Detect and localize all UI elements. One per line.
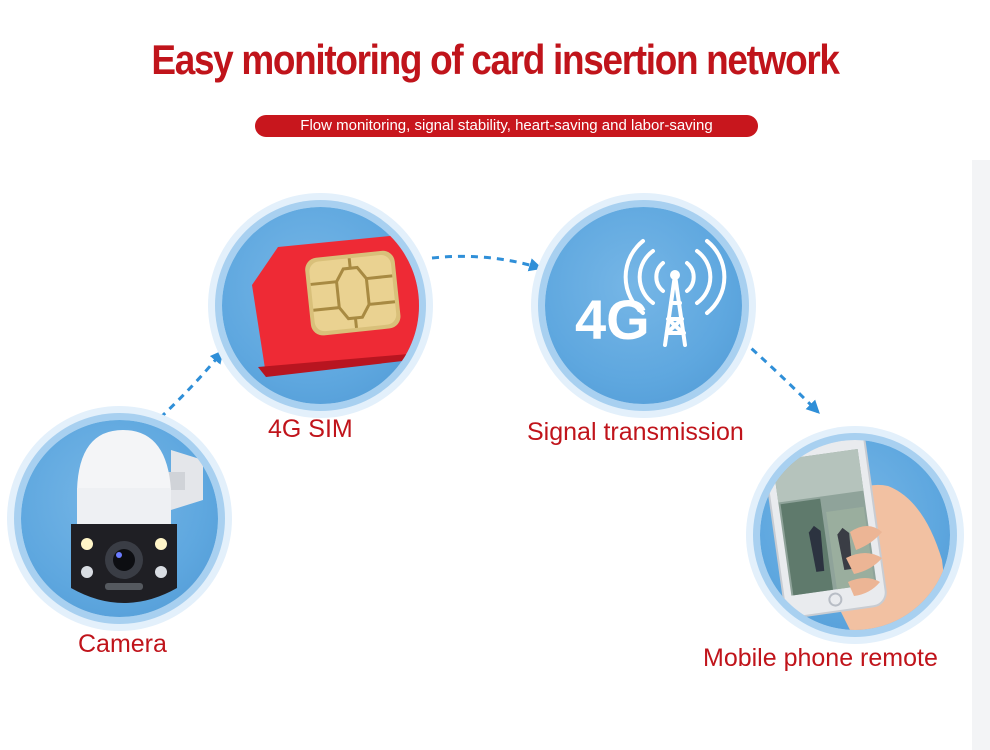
arrow-sim-to-signal <box>431 254 543 272</box>
phone-label: Mobile phone remote <box>703 644 938 672</box>
ptz-camera-icon <box>71 430 203 603</box>
subtitle-banner: Flow monitoring, signal stability, heart… <box>255 115 758 137</box>
sim-label: 4G SIM <box>268 415 353 443</box>
signal-node: 4G <box>545 207 742 404</box>
right-edge-panel <box>972 160 990 750</box>
signal-label: Signal transmission <box>527 418 744 446</box>
sim-node <box>222 207 419 404</box>
page-title: Easy monitoring of card insertion networ… <box>151 36 840 83</box>
4g-text: 4G <box>575 288 650 351</box>
smartphone-in-hand-icon <box>762 440 950 630</box>
phone-node <box>760 440 950 630</box>
sim-card-icon <box>252 233 419 377</box>
camera-label: Camera <box>78 630 167 658</box>
camera-node <box>21 420 218 617</box>
4g-tower-icon: 4G <box>575 239 727 351</box>
arrow-camera-to-sim <box>158 349 224 420</box>
arrow-signal-to-phone <box>741 338 820 414</box>
